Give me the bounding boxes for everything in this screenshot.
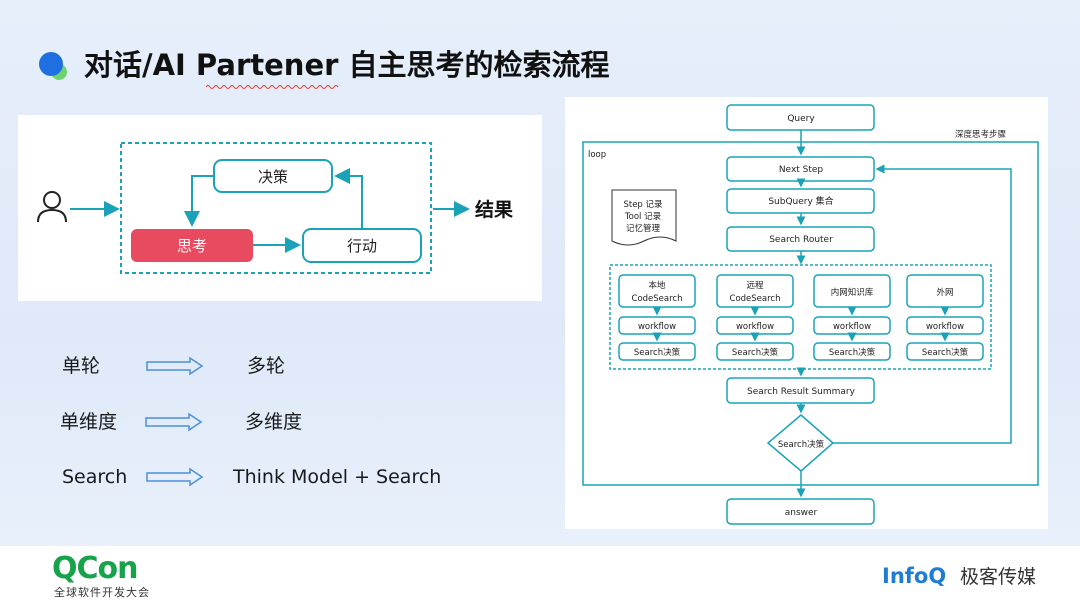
decision-remote xyxy=(716,342,794,361)
branch-remote-line1: 远程 xyxy=(746,281,764,291)
double-arrow-icon xyxy=(146,356,204,376)
next-step-label: Next Step xyxy=(779,165,824,175)
compare-from-2: 单维度 xyxy=(60,411,118,433)
summary-label: Search Result Summary xyxy=(747,387,856,397)
answer-label: answer xyxy=(785,508,818,518)
title-bullet-icon xyxy=(39,52,67,80)
compare-to-1: 多轮 xyxy=(247,355,286,377)
compare-from-1: 单轮 xyxy=(62,355,101,377)
branch-local-line2: CodeSearch xyxy=(632,294,683,304)
memory-line-3: 记忆管理 xyxy=(626,223,661,234)
decision-local xyxy=(618,342,696,361)
decision-internet-label: Search决策 xyxy=(922,347,969,358)
thinking-label: 思考 xyxy=(177,237,207,255)
thinking-node xyxy=(131,229,253,262)
subquery-label: SubQuery 集合 xyxy=(768,195,833,207)
decision-remote-label: Search决策 xyxy=(732,347,779,358)
decision-intranet-label: Search决策 xyxy=(829,347,876,358)
compare-to-2: 多维度 xyxy=(245,411,303,433)
decision-intranet xyxy=(813,342,891,361)
loop-frame xyxy=(582,141,1039,486)
double-arrow-icon xyxy=(146,467,204,487)
footer-bar xyxy=(0,546,1080,605)
query-label: Query xyxy=(787,114,815,124)
workflow-intranet-label: workflow xyxy=(833,322,871,332)
spellcheck-underline xyxy=(206,85,339,89)
branch-intranet-label: 内网知识库 xyxy=(831,287,874,298)
memory-line-2: Tool 记录 xyxy=(624,212,662,222)
page-title: 对话/AI Partener 自主思考的检索流程 xyxy=(84,48,610,82)
decision-local-label: Search决策 xyxy=(634,347,681,358)
qcon-logo: QCon xyxy=(52,551,138,586)
compare-from-3: Search xyxy=(62,466,128,488)
search-router-label: Search Router xyxy=(769,235,833,245)
memory-line-1: Step 记录 xyxy=(623,200,663,210)
diamond-label: Search决策 xyxy=(778,439,825,450)
decision-label: 决策 xyxy=(258,168,288,186)
infoq-subtitle: 极客传媒 xyxy=(960,566,1037,588)
branch-internet-label: 外网 xyxy=(936,287,953,298)
branch-remote-line2: CodeSearch xyxy=(730,294,781,304)
loop-label: loop xyxy=(588,150,606,160)
search-flowchart: Query Next Step SubQuery 集合 Search Route… xyxy=(565,97,1048,529)
memory-note xyxy=(611,189,677,246)
infoq-logo: InfoQ xyxy=(882,564,947,588)
double-arrow-icon xyxy=(145,412,203,432)
answer-node xyxy=(726,498,875,525)
branch-local-line1: 本地 xyxy=(648,280,666,291)
user-icon xyxy=(37,191,67,223)
agent-boundary xyxy=(120,142,432,274)
workflow-local-label: workflow xyxy=(638,322,676,332)
deep-steps-label: 深度思考步骤 xyxy=(955,129,1007,140)
workflow-internet-label: workflow xyxy=(926,322,964,332)
qcon-subtitle: 全球软件开发大会 xyxy=(54,586,150,599)
workflow-remote-label: workflow xyxy=(736,322,774,332)
think-act-diagram: 决策 思考 行动 结果 xyxy=(18,115,542,301)
decision-internet xyxy=(906,342,984,361)
action-label: 行动 xyxy=(347,237,377,255)
result-label: 结果 xyxy=(475,198,513,221)
compare-to-3: Think Model + Search xyxy=(233,466,442,488)
